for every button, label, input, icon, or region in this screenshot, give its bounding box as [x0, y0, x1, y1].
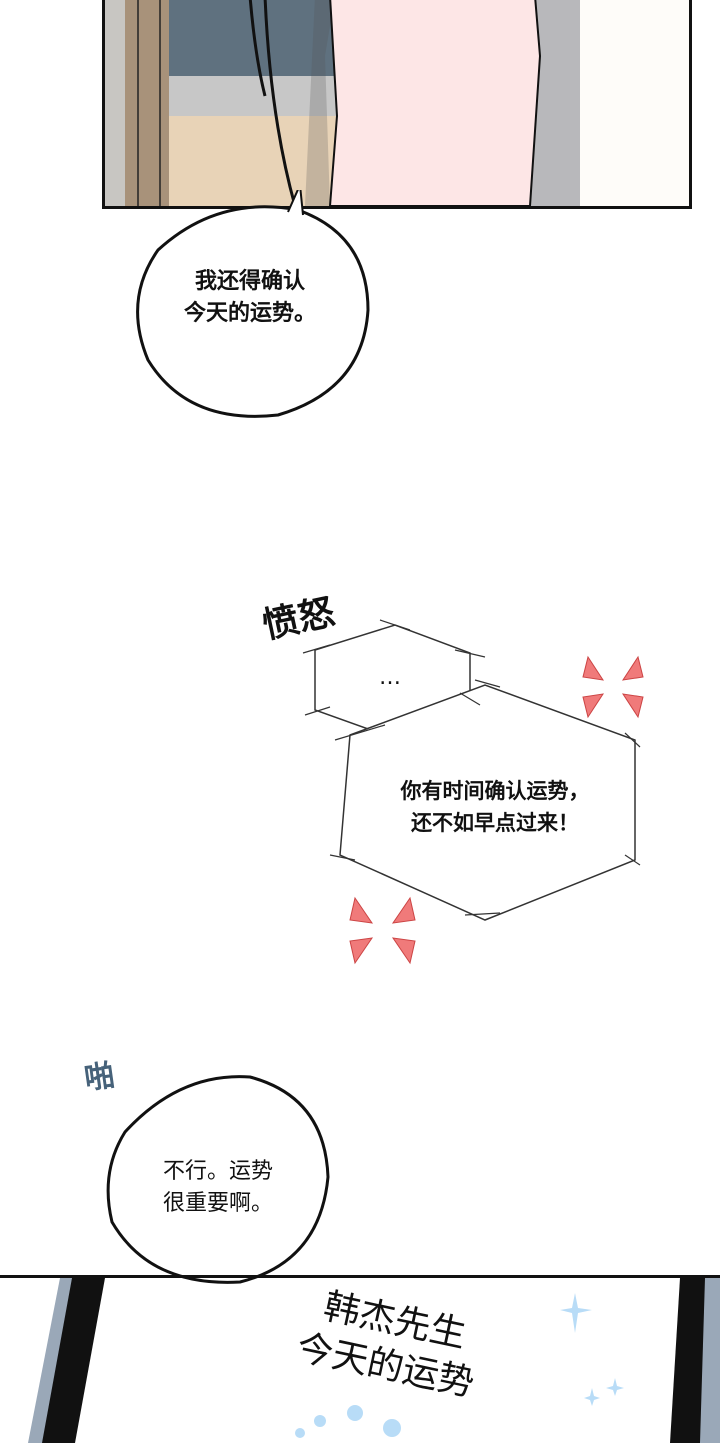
speech-bubble-shape: [106, 1075, 330, 1284]
room-scene: [105, 0, 580, 206]
bubble-line: 很重要啊。: [162, 1191, 273, 1216]
phone-frame: [28, 1278, 720, 1443]
shout-bubble-shapes: [302, 619, 641, 921]
bubble-line: 你有时间确认运势，: [400, 779, 590, 803]
bubble-line: 今天的运势。: [183, 301, 316, 326]
bubble-line: 不行。运势: [162, 1159, 273, 1184]
speech-bubble-shape: [136, 190, 370, 418]
bubble-line: 还不如早点过来！: [411, 811, 579, 835]
top-panel-illustration: [102, 0, 692, 209]
anger-mark-icon: [582, 655, 644, 719]
speech-bubble-4: 不行。运势 很重要啊。: [118, 1156, 318, 1220]
anger-mark-icon: [349, 896, 416, 965]
phone-panel: 韩杰先生 今天的运势: [0, 1275, 720, 1443]
bubble-line: 我还得确认: [194, 269, 305, 294]
speech-bubble-1: 我还得确认 今天的运势。: [150, 266, 350, 330]
speech-bubble-3: 你有时间确认运势， 还不如早点过来！: [345, 775, 645, 839]
ellipsis-bubble: …: [379, 665, 401, 690]
